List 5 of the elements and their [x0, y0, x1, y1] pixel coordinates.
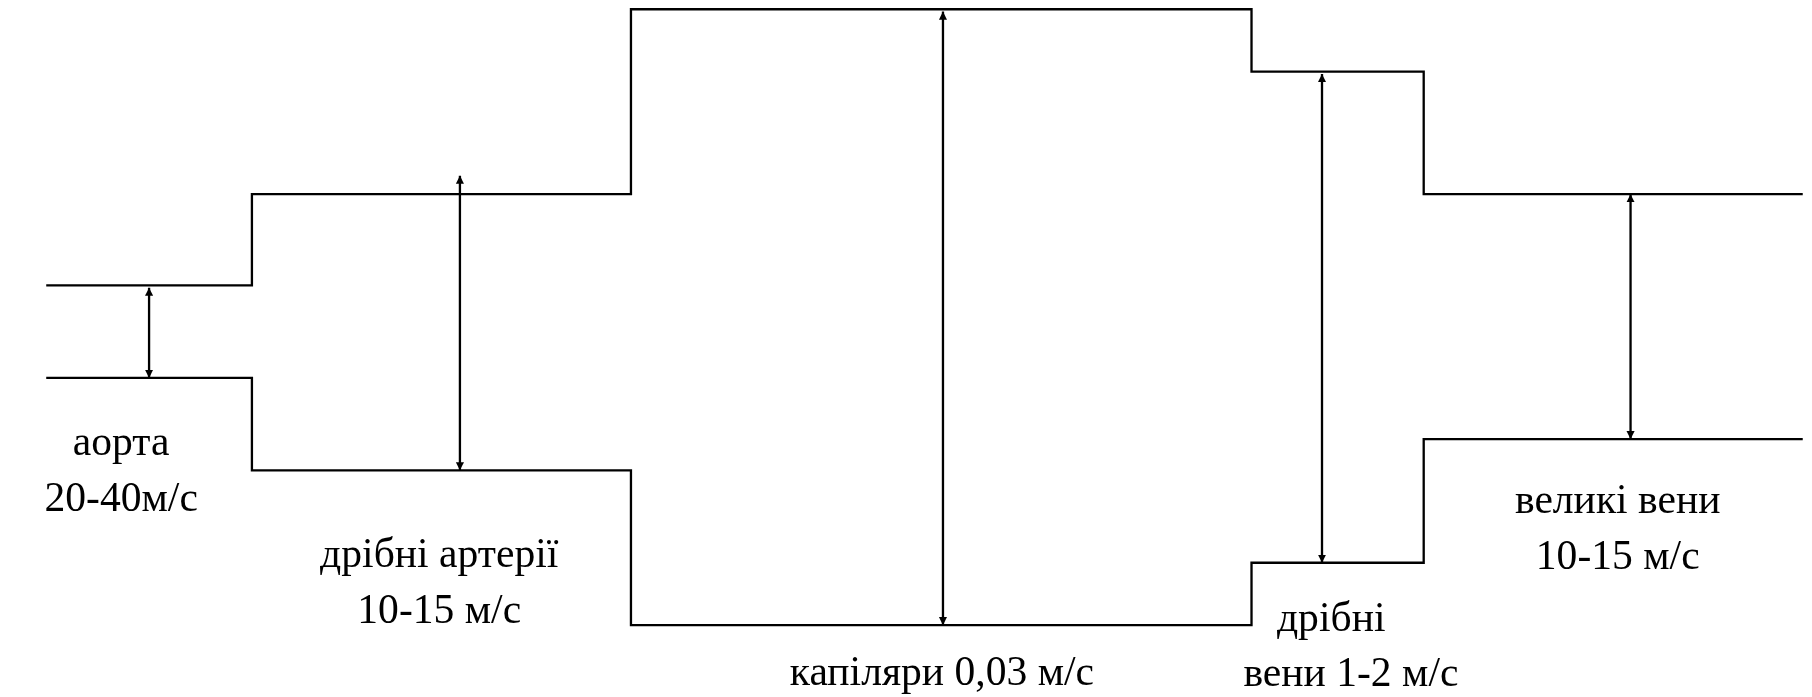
- vessel-label: капіляри 0,03 м/с: [789, 647, 1095, 697]
- vessel-label: великі вени 10-15 м/с: [1515, 475, 1721, 580]
- vessel-label: аорта 20-40м/с: [44, 417, 198, 522]
- vessel-label: дрібні артерії 10-15 м/с: [320, 529, 559, 635]
- vessel-label: дрібні вени 1-2 м/с: [1243, 593, 1459, 697]
